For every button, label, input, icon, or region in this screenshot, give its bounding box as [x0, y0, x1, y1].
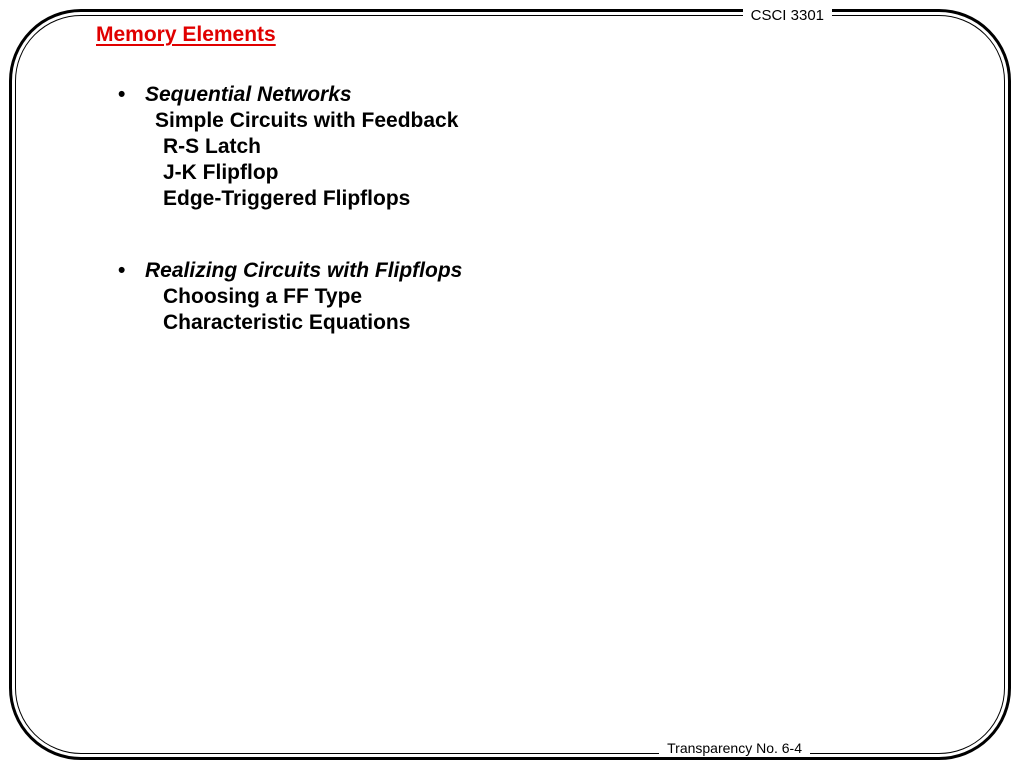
sub-item: Characteristic Equations: [163, 311, 411, 334]
bullet-heading: Realizing Circuits with Flipflops: [145, 259, 463, 282]
sub-item: Choosing a FF Type: [163, 285, 363, 308]
bullet-icon: •: [118, 259, 126, 282]
bullet-icon: •: [118, 83, 126, 106]
bullet-sequential-networks: • Sequential Networks Simple Circuits wi…: [118, 82, 918, 212]
sub-item: R-S Latch: [163, 135, 262, 158]
sub-item: J-K Flipflop: [163, 161, 279, 184]
bullet-row: • Sequential Networks: [118, 82, 918, 108]
bullet-heading: Sequential Networks: [145, 83, 352, 106]
course-label: CSCI 3301: [742, 7, 832, 25]
sub-item: Edge-Triggered Flipflops: [163, 187, 411, 210]
bullet-realizing-circuits: • Realizing Circuits with Flipflops Choo…: [118, 258, 918, 336]
bullet-row: • Realizing Circuits with Flipflops: [118, 258, 918, 284]
slide-content: • Sequential Networks Simple Circuits wi…: [118, 82, 918, 382]
slide-title: Memory Elements: [96, 23, 276, 46]
slide-frame-outer: [9, 9, 1011, 760]
slide-frame-inner: [15, 15, 1005, 754]
sub-item: Simple Circuits with Feedback: [155, 109, 459, 132]
footer-label: Transparency No. 6-4: [659, 739, 810, 757]
